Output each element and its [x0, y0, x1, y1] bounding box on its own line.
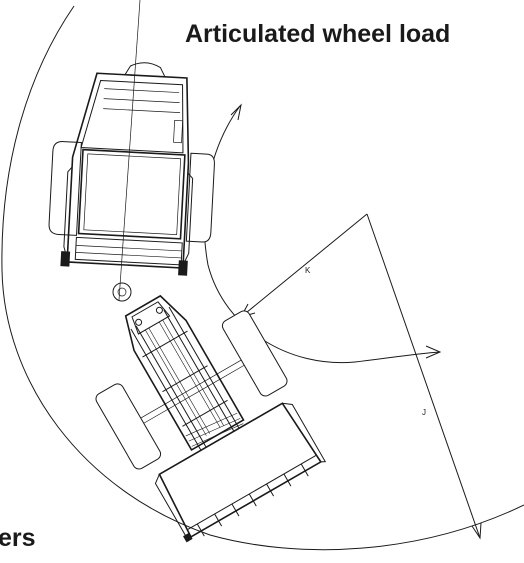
cab-side-detail: [173, 120, 184, 144]
cab-window-inner: [83, 153, 182, 236]
hydraulic-cylinders: [145, 319, 224, 436]
rear-mirror-right: [178, 260, 188, 276]
rear-left-tire: [48, 141, 82, 236]
rear-frame: [48, 62, 215, 276]
front-right-tire: [221, 310, 288, 397]
dimension-j-arrowhead: [471, 522, 482, 540]
caption-fragment: ers: [0, 524, 36, 552]
dimension-label-k: K: [305, 266, 311, 275]
front-left-tire: [95, 383, 162, 470]
front-frame: [95, 294, 327, 543]
front-hatch-detail: [185, 412, 244, 447]
inner-arc-arrowhead-top: [230, 103, 242, 121]
bucket-side-left: [154, 474, 192, 542]
bucket-edge-bolt-left: [183, 532, 193, 543]
pivot-bolt-right: [155, 306, 163, 314]
cab-window: [77, 148, 186, 240]
rear-mirror-left: [60, 251, 71, 267]
pivot-bolt-left: [135, 318, 143, 326]
outer-turning-circle: [1, 5, 524, 551]
articulation-pin: [117, 287, 127, 297]
dimension-label-j: J: [422, 408, 426, 417]
cab-step-lines: [75, 245, 182, 259]
counterweight: [124, 62, 166, 78]
pivot-linkage: [131, 301, 171, 335]
bucket-cutting-edge: [186, 454, 322, 538]
dimension-line-k: [240, 213, 368, 318]
inner-arc-arrowhead-right: [425, 345, 442, 359]
front-chassis: [124, 294, 245, 452]
rear-right-tire: [185, 152, 215, 243]
bucket-side-right: [282, 402, 327, 463]
rear-grille: [103, 88, 181, 113]
diagram-title: Articulated wheel load: [185, 20, 450, 48]
cab-front-step: [74, 236, 183, 266]
fender-right: [182, 172, 194, 266]
front-axle: [140, 359, 245, 424]
articulation-joint: [112, 282, 132, 302]
dimension-line-j: [366, 213, 481, 539]
cab-roof: [80, 79, 184, 154]
boom-crossbar: [142, 330, 228, 427]
bucket-teeth: [196, 463, 309, 537]
bucket: [158, 402, 322, 539]
